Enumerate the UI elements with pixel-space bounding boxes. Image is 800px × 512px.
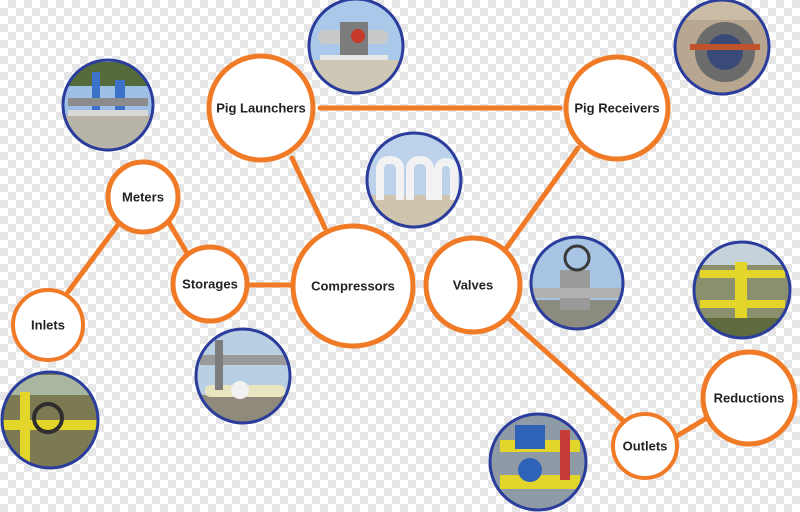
node-compressors: Compressors: [290, 223, 416, 349]
node-compressors-circle: [290, 223, 416, 349]
valve-handwheel-photo: [529, 235, 625, 331]
node-pig-receivers: Pig Receivers: [563, 54, 671, 162]
node-reductions: Reductions: [700, 349, 798, 447]
node-compressors-label: Compressors: [311, 278, 395, 293]
outlet-actuator-photo: [488, 412, 588, 512]
node-valves-label: Valves: [453, 277, 494, 292]
edge-receivers-valves: [502, 145, 581, 253]
compressor-pipes-photo: [365, 131, 463, 229]
node-outlets-circle: [611, 412, 679, 480]
node-storages-label: Storages: [182, 276, 238, 291]
node-storages-circle: [170, 244, 250, 324]
inlet-valve-photo: [0, 370, 100, 470]
node-pig-launchers: Pig Launchers: [206, 53, 316, 163]
storage-pipes-photo: [194, 327, 292, 425]
connections: [65, 105, 715, 443]
node-inlets-label: Inlets: [31, 317, 65, 332]
node-valves: Valves: [423, 235, 523, 335]
node-reductions-label: Reductions: [714, 390, 785, 405]
edge-valves-outlets: [502, 312, 631, 428]
node-outlets-label: Outlets: [623, 438, 668, 453]
node-inlets: Inlets: [11, 288, 85, 362]
meters-site-photo: [61, 58, 155, 152]
node-pig-launchers-circle: [206, 53, 316, 163]
node-meters-circle: [105, 159, 181, 235]
edge-meters-inlets: [65, 219, 123, 295]
pig-launcher-photo: [307, 0, 405, 95]
node-pig-receivers-label: Pig Receivers: [574, 100, 659, 115]
node-meters: Meters: [105, 159, 181, 235]
edge-launchers-compressors: [289, 155, 328, 231]
nodes: Pig Launchers Pig Receivers Meters Stora…: [11, 53, 798, 480]
pig-receiver-photo: [673, 0, 771, 96]
node-pig-launchers-label: Pig Launchers: [216, 100, 306, 115]
node-pig-receivers-circle: [563, 54, 671, 162]
node-storages: Storages: [170, 244, 250, 324]
node-valves-circle: [423, 235, 523, 335]
node-reductions-circle: [700, 349, 798, 447]
node-inlets-circle: [11, 288, 85, 362]
node-meters-label: Meters: [122, 189, 164, 204]
node-outlets: Outlets: [611, 412, 679, 480]
reduction-station-photo: [692, 240, 792, 340]
